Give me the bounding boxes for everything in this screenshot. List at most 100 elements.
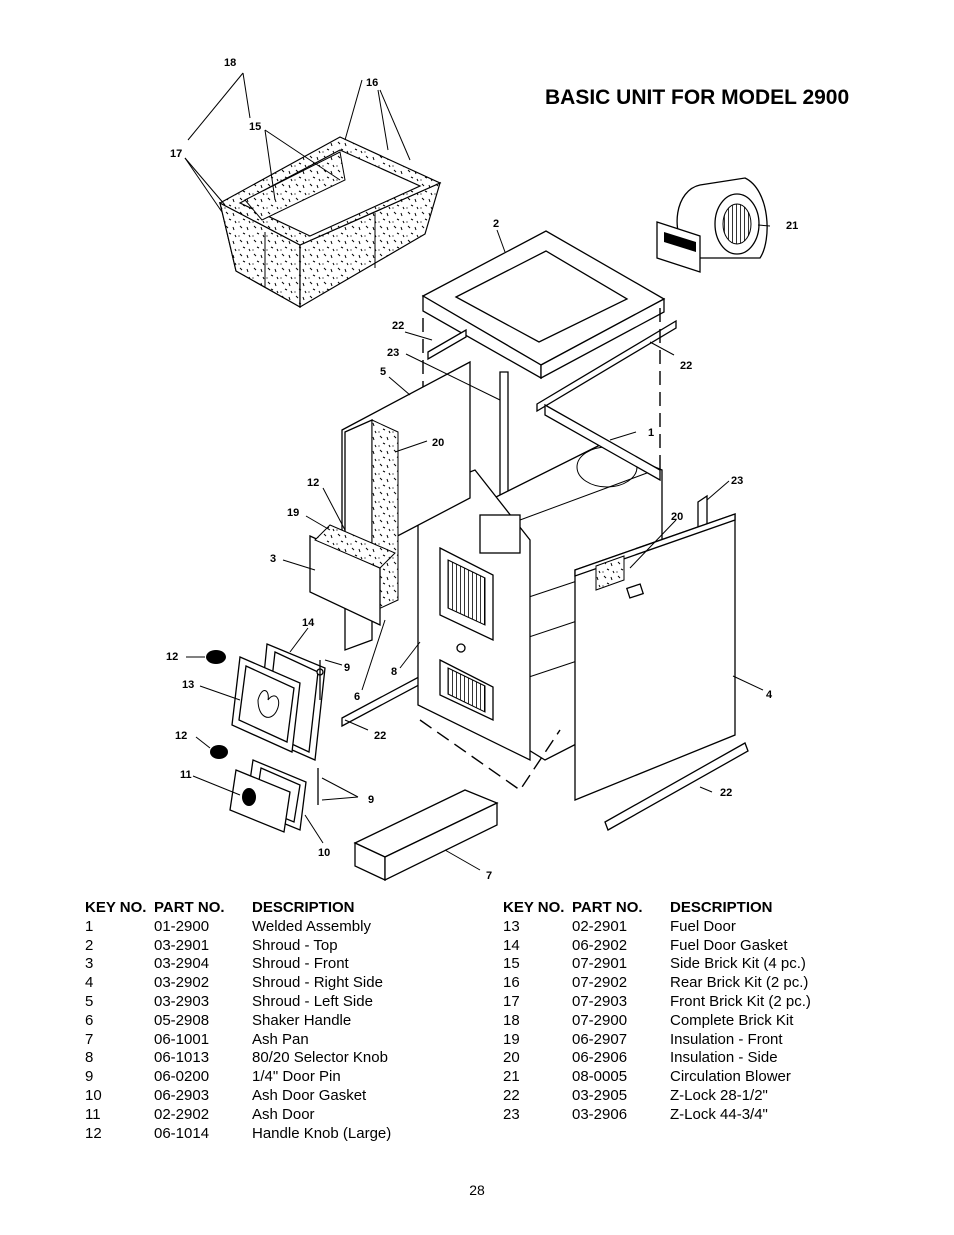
- description-cell: Front Brick Kit (2 pc.): [670, 993, 811, 1011]
- description-cell: Handle Knob (Large): [252, 1124, 392, 1142]
- key-cell: 1: [85, 917, 94, 935]
- key-cell: 3: [85, 955, 94, 973]
- key-cell: 12: [85, 1124, 102, 1142]
- callout-13: 13: [182, 679, 194, 691]
- callout-12c: 12: [175, 730, 187, 742]
- description-cell: Ash Door Gasket: [252, 1087, 367, 1105]
- description-cell: Shaker Handle: [252, 1011, 352, 1029]
- callout-19: 19: [287, 507, 299, 519]
- callout-5: 5: [380, 366, 386, 378]
- callout-22c: 22: [374, 730, 386, 742]
- key-cell: 14: [503, 936, 520, 954]
- callout-20b: 20: [671, 511, 683, 523]
- key-cell: 4: [85, 974, 94, 992]
- callout-17: 17: [170, 148, 182, 160]
- callout-18: 18: [224, 57, 236, 69]
- description-cell: Insulation - Side: [670, 1049, 778, 1067]
- key-cell: 23: [503, 1105, 520, 1123]
- part-number-cell: 01-2900: [154, 917, 210, 935]
- key-cell: 21: [503, 1068, 520, 1086]
- callout-21: 21: [786, 220, 798, 232]
- description-cell: Fuel Door Gasket: [670, 936, 788, 954]
- table-row: 17 07-2903 Front Brick Kit (2 pc.): [503, 992, 811, 1011]
- part-number-cell: 06-0200: [154, 1068, 210, 1086]
- description-cell: 80/20 Selector Knob: [252, 1049, 388, 1067]
- description-cell: Shroud - Front: [252, 955, 349, 973]
- part-number-cell: 06-2906: [572, 1049, 628, 1067]
- callout-22a: 22: [392, 320, 404, 332]
- page-number: 28: [469, 1182, 485, 1198]
- brick-kit: [218, 136, 442, 309]
- description-cell: Fuel Door: [670, 917, 736, 935]
- callout-2: 2: [493, 218, 499, 230]
- description-cell: Z-Lock 28-1/2": [670, 1087, 768, 1105]
- description-cell: Side Brick Kit (4 pc.): [670, 955, 806, 973]
- callout-6: 6: [354, 691, 360, 703]
- description-cell: Ash Pan: [252, 1030, 309, 1048]
- exploded-parts-diagram: 18 16 15 17 2 21 22 23 22 5 1 20 23 12 1…: [166, 57, 798, 882]
- key-cell: 5: [85, 993, 94, 1011]
- front-face: [417, 469, 531, 762]
- column-header-description: DESCRIPTION: [252, 899, 355, 916]
- key-cell: 16: [503, 974, 520, 992]
- description-cell: Rear Brick Kit (2 pc.): [670, 974, 809, 992]
- table-header-row: KEY NO. PART NO. DESCRIPTION: [503, 898, 811, 917]
- description-cell: Complete Brick Kit: [670, 1011, 794, 1029]
- callout-7: 7: [486, 870, 492, 882]
- part-number-cell: 07-2903: [572, 993, 628, 1011]
- key-cell: 22: [503, 1087, 520, 1105]
- table-row: 1 01-2900 Welded Assembly: [85, 917, 391, 936]
- table-header-row: KEY NO. PART NO. DESCRIPTION: [85, 898, 391, 917]
- part-number-cell: 05-2908: [154, 1011, 210, 1029]
- key-cell: 20: [503, 1049, 520, 1067]
- key-cell: 15: [503, 955, 520, 973]
- column-header-description: DESCRIPTION: [670, 899, 773, 916]
- part-number-cell: 03-2906: [572, 1105, 628, 1123]
- callout-numbers: 18 16 15 17 2 21 22 23 22 5 1 20 23 12 1…: [166, 57, 798, 882]
- table-row: 20 06-2906 Insulation - Side: [503, 1049, 811, 1068]
- table-row: 10 06-2903 Ash Door Gasket: [85, 1086, 391, 1105]
- key-cell: 7: [85, 1030, 94, 1048]
- key-cell: 2: [85, 936, 94, 954]
- top-shroud: [421, 230, 666, 380]
- part-number-cell: 08-0005: [572, 1068, 628, 1086]
- callout-22d: 22: [720, 787, 732, 799]
- part-number-cell: 03-2901: [154, 936, 210, 954]
- part-number-cell: 06-1014: [154, 1124, 210, 1142]
- fuel-door: [206, 643, 326, 761]
- callout-15: 15: [249, 121, 261, 133]
- leader-lines: [184, 72, 771, 871]
- description-cell: Shroud - Right Side: [252, 974, 383, 992]
- table-row: 16 07-2902 Rear Brick Kit (2 pc.): [503, 973, 811, 992]
- circulation-blower: [656, 177, 768, 273]
- description-cell: Welded Assembly: [252, 917, 371, 935]
- callout-12b: 12: [166, 651, 178, 663]
- key-cell: 10: [85, 1087, 102, 1105]
- part-number-cell: 06-2903: [154, 1087, 210, 1105]
- callout-20a: 20: [432, 437, 444, 449]
- key-cell: 11: [85, 1105, 101, 1123]
- description-cell: Shroud - Left Side: [252, 993, 373, 1011]
- key-cell: 17: [503, 993, 520, 1011]
- description-cell: Ash Door: [252, 1105, 315, 1123]
- column-header-key: KEY NO.: [85, 899, 147, 916]
- description-cell: Insulation - Front: [670, 1030, 783, 1048]
- key-cell: 19: [503, 1030, 520, 1048]
- part-number-cell: 02-2902: [154, 1105, 210, 1123]
- callout-14: 14: [302, 617, 315, 629]
- part-number-cell: 07-2902: [572, 974, 628, 992]
- callout-3: 3: [270, 553, 276, 565]
- parts-table-left: KEY NO. PART NO. DESCRIPTION 1 01-2900 Wel…: [85, 898, 391, 1143]
